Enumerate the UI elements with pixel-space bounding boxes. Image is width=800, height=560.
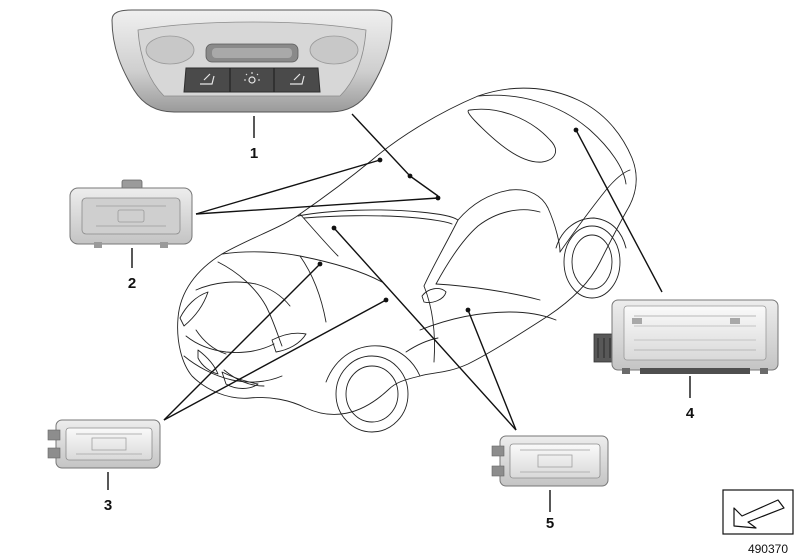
reading-light-icon	[69, 179, 193, 248]
car-outline	[177, 87, 637, 433]
arrow-down-left-icon	[722, 489, 794, 535]
callout-4: 4	[686, 405, 695, 422]
callout-5: 5	[546, 515, 554, 532]
leader-lines	[107, 113, 691, 512]
overhead-console-light-icon	[111, 9, 393, 113]
callout-3: 3	[104, 497, 112, 514]
door-light-icon	[491, 435, 609, 487]
trunk-light-icon	[593, 299, 779, 374]
footwell-light-icon	[47, 419, 161, 469]
callout-1: 1	[250, 145, 258, 162]
callout-2: 2	[128, 275, 136, 292]
document-number: 490370	[748, 542, 788, 556]
